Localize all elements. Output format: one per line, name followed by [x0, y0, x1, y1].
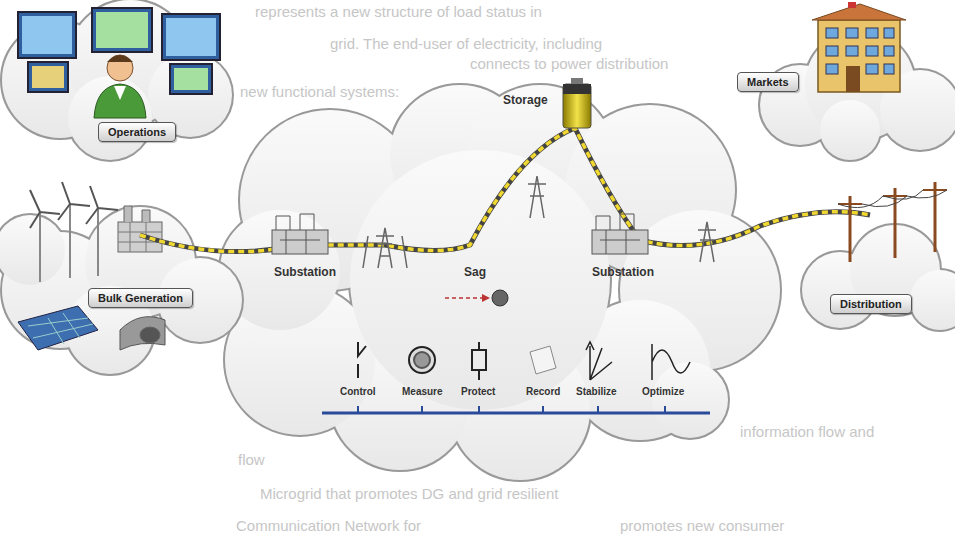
- markets-label: Markets: [737, 72, 799, 92]
- node-text: Operations: [108, 126, 166, 138]
- part-label: Storage: [503, 94, 548, 107]
- part-label: Stabilize: [576, 386, 617, 397]
- power-line: [140, 128, 870, 252]
- part-label: Record: [526, 386, 560, 397]
- function-ticks: [358, 406, 665, 413]
- background-text: new functional systems:: [240, 84, 399, 101]
- building-icon: [812, 2, 906, 92]
- background-text: represents a new structure of load statu…: [255, 4, 542, 21]
- generation-icons: [18, 182, 165, 350]
- central-cloud: [220, 85, 780, 480]
- background-text: promotes new consumer: [620, 518, 784, 535]
- distribution-label: Distribution: [830, 294, 912, 314]
- node-text: Bulk Generation: [98, 292, 183, 304]
- sag-indicator: [445, 290, 508, 306]
- background-text: Communication Network for: [236, 518, 421, 535]
- distribution-cloud: [802, 225, 955, 330]
- background-text: connects to power distribution: [470, 56, 668, 73]
- node-text: Distribution: [840, 298, 902, 310]
- part-label: Sag: [464, 266, 486, 279]
- operations-cloud: [2, 0, 232, 160]
- power-line-dash: [140, 128, 870, 252]
- operations-label: Operations: [98, 122, 176, 142]
- part-label: Control: [340, 386, 376, 397]
- part-label: Substation: [274, 266, 336, 279]
- markets-cloud: [760, 30, 955, 160]
- background-text: grid. The end-user of electricity, inclu…: [330, 36, 602, 53]
- function-symbols: [358, 342, 690, 380]
- part-label: Substation: [592, 266, 654, 279]
- generation-cloud: [0, 207, 242, 374]
- storage-battery: [563, 78, 591, 128]
- background-text: flow: [238, 452, 265, 469]
- substation-icon: [272, 214, 648, 254]
- function-bar: [322, 412, 710, 415]
- part-label: Optimize: [642, 386, 684, 397]
- part-label: Protect: [461, 386, 495, 397]
- background-text: information flow and: [740, 424, 874, 441]
- operator-icon: [18, 8, 220, 118]
- distribution-poles: [838, 182, 947, 262]
- pylon-icons: [363, 176, 716, 268]
- part-label: Measure: [402, 386, 443, 397]
- node-text: Markets: [747, 76, 789, 88]
- generation-label: Bulk Generation: [88, 288, 193, 308]
- background-text: Microgrid that promotes DG and grid resi…: [260, 486, 558, 503]
